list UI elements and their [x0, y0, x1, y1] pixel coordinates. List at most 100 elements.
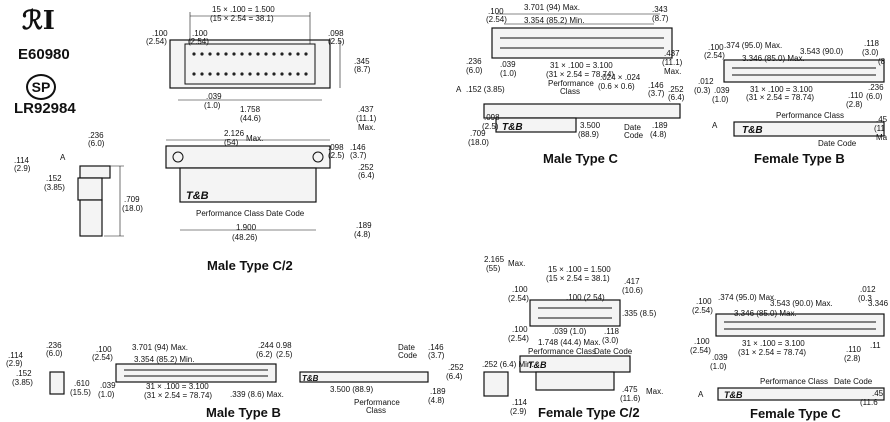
- female-c2-lower-body: [535, 371, 615, 391]
- male-c2-top-shell: [184, 43, 316, 85]
- dim-mb-37: (3.7): [428, 351, 445, 360]
- dim-c2-146: .146: [350, 143, 366, 152]
- view-title-male-c: Male Type C: [543, 151, 618, 166]
- dim-c-024: .024 × .024: [600, 73, 641, 82]
- dim-mb-039: .039: [100, 381, 116, 390]
- dim-c2-48: (4.8): [354, 230, 371, 239]
- male-c2-top-body: [169, 39, 331, 89]
- dim-c-pitch: 31 × .100 = 3.100: [550, 61, 613, 70]
- dim-c-252: .252: [668, 85, 684, 94]
- dim-fb-254: (2.54): [704, 51, 725, 60]
- dim-c-146: .146: [648, 81, 664, 90]
- mb-code-word: Code: [398, 351, 418, 360]
- dim-fc-254b: (2.54): [690, 346, 711, 355]
- dim-mb-10: (1.0): [98, 390, 115, 399]
- dim-fc2-118: .118: [604, 327, 620, 336]
- male-b-top-body: [115, 363, 277, 383]
- male-c2-side-view: .236 (6.0) .114 (2.9) A .152 (3.85) .709…: [14, 131, 143, 237]
- mb-date-word: Date: [398, 343, 415, 352]
- dim-fc-116: (11.6: [860, 398, 878, 407]
- dim-fb-3543: 3.543 (90.0): [800, 47, 843, 56]
- dim-fc2-max: Max.: [508, 259, 525, 268]
- dim-c-10: (1.0): [500, 69, 517, 78]
- dim-fc-pitch-mm: (31 × 2.54 = 78.74): [738, 348, 806, 357]
- male-c2-top-view: 15 × .100 = 1.500 (15 × 2.54 = 38.1) .10…: [146, 5, 377, 132]
- dim-c-87: (8.7): [652, 14, 669, 23]
- dim-c2-446: (44.6): [240, 114, 261, 123]
- dim-c-152: .152 (3.85): [466, 85, 505, 94]
- dim-fb-11: (11: [874, 124, 886, 133]
- dim-fc-03: (0.3: [858, 294, 872, 303]
- fb-section-a: A: [712, 121, 718, 130]
- dim-fc2-039: .039 (1.0): [552, 327, 587, 336]
- female-b-logo-mark: T&B: [742, 125, 763, 136]
- side-c2-mid: [77, 177, 103, 201]
- dim-c-343: .343: [652, 5, 668, 14]
- dim-c2-pitch-mm: (15 × 2.54 = 38.1): [210, 14, 274, 23]
- dim-fc-3543: 3.543 (90.0) Max.: [770, 299, 833, 308]
- dim-fb-03: (0.3): [694, 86, 711, 95]
- dim-fc2-254: (2.54): [508, 294, 529, 303]
- dim-c2-87: (8.7): [354, 65, 371, 74]
- dim-c-60: (6.0): [466, 66, 483, 75]
- dim-fc-254: (2.54): [692, 306, 713, 315]
- dim-mb-114: .114: [8, 351, 24, 360]
- dim-fc-11: .11: [870, 341, 881, 350]
- dim-fb-118: .118: [864, 39, 880, 48]
- male-c2-logo-mark: T&B: [186, 190, 209, 202]
- male-c-front-body: [495, 117, 577, 133]
- dim-c-3701: 3.701 (94) Max.: [524, 3, 580, 12]
- dim-c2-front-max: Max.: [246, 134, 263, 143]
- dim-fb-28: (2.8): [846, 100, 863, 109]
- dim-fc-10: (1.0): [710, 362, 727, 371]
- dim-fb-30: (3.0): [862, 48, 879, 57]
- dim-mb-152: .152: [16, 369, 32, 378]
- dim-fc2-30: (3.0): [602, 336, 619, 345]
- dim-mb-610: .610: [74, 379, 90, 388]
- dim-fc2-2165: 2.165: [484, 255, 505, 264]
- dim-mb-25: (2.5): [276, 350, 293, 359]
- dim-fb-60: (6.0): [866, 92, 883, 101]
- female-c2-side-body: [483, 371, 509, 397]
- dim-c2-4826: (48.26): [232, 233, 258, 242]
- male-c2-mount-hole-right: [312, 151, 324, 163]
- view-title-female-b: Female Type B: [754, 151, 845, 166]
- dim-c2-100a: .100: [152, 29, 168, 38]
- fc-date-code: Date Code: [834, 377, 873, 386]
- dim-fc2-55: (55): [486, 264, 501, 273]
- dim-mb-155: (15.5): [70, 388, 91, 397]
- dim-c2-254b: (2.54): [188, 37, 209, 46]
- mb-perf-class: Class: [366, 406, 386, 415]
- dim-mb-48: (4.8): [428, 396, 445, 405]
- c-perf-short: Performance: [548, 79, 594, 88]
- dim-c-236: .236: [466, 57, 482, 66]
- male-c2-front-view: T&B 2.126 (54) Max. .098 (2.5) .146 (3.7…: [165, 129, 375, 242]
- dim-fc-3346r: 3.346: [868, 299, 889, 308]
- dim-fc2-100: .100: [512, 285, 528, 294]
- dim-c2-252: .252: [358, 163, 374, 172]
- dim-c-section-a: A: [456, 85, 462, 94]
- dim-c-100: .100: [488, 7, 504, 16]
- dim-fc2-335: .335 (8.5): [622, 309, 657, 318]
- dim-mb-339: .339 (8.6) Max.: [230, 390, 284, 399]
- dim-c-189: .189: [652, 121, 668, 130]
- dim-fb-pitch: 31 × .100 = 3.100: [750, 85, 813, 94]
- dim-fc2-1748: 1.748 (44.4) Max.: [538, 338, 601, 347]
- dim-c-709: .709: [470, 129, 486, 138]
- dim-fb-110: .110: [848, 91, 864, 100]
- dim-mb-pitch: 31 × .100 = 3.100: [146, 382, 209, 391]
- dim-fb-3346: 3.346 (85.0) Max.: [742, 54, 805, 63]
- dim-fb-012: .012: [698, 77, 714, 86]
- dim-c2-25b: (2.5): [328, 151, 345, 160]
- dim-mb-236: .236: [46, 341, 62, 350]
- dim-fc2-475: .475: [622, 385, 638, 394]
- male-c-logo-mark: T&B: [502, 122, 523, 133]
- dim-fb-374: .374 (95.0) Max.: [724, 41, 782, 50]
- c-date-word: Date: [624, 123, 641, 132]
- female-b-top-body: [723, 59, 885, 83]
- dim-fc-pitch: 31 × .100 = 3.100: [742, 339, 805, 348]
- dim-c-max: Max.: [664, 67, 681, 76]
- dim-fc-110: .110: [846, 345, 862, 354]
- view-title-male-c2: Male Type C/2: [207, 258, 293, 273]
